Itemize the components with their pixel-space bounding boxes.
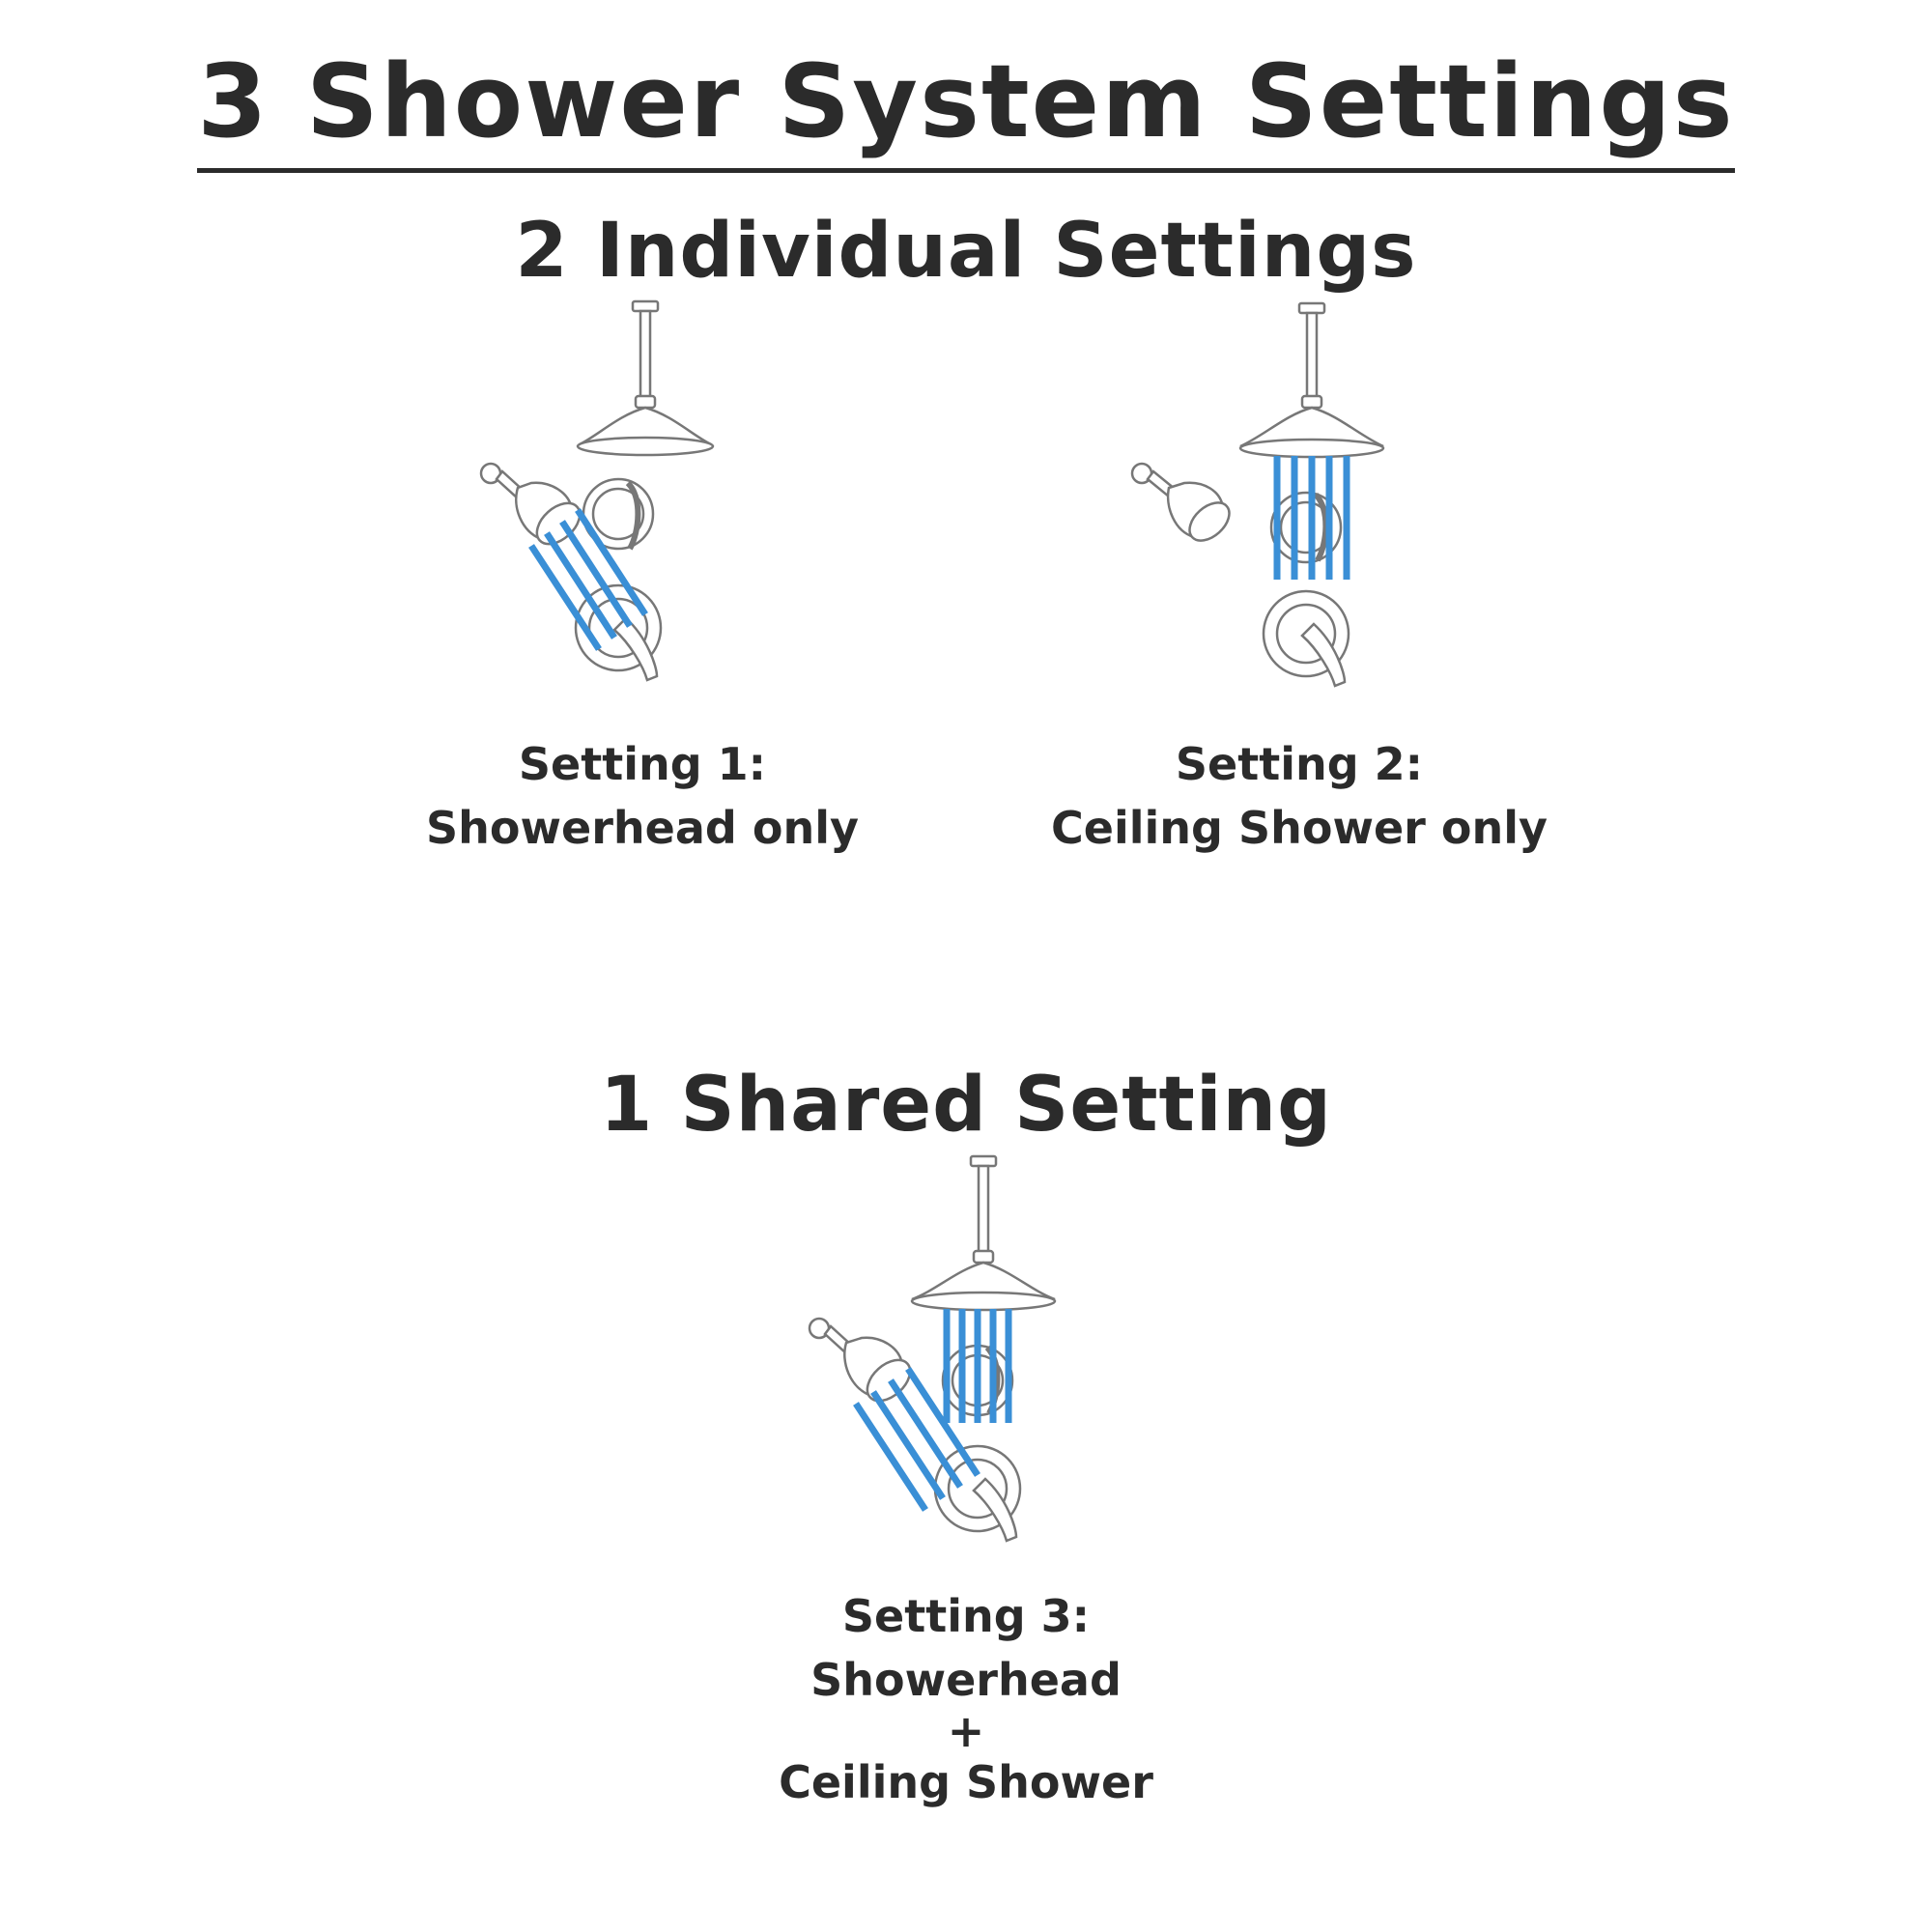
setting-3-caption: Setting 3: Showerhead + Ceiling Shower	[696, 1584, 1236, 1814]
setting-3-plus: +	[947, 1705, 985, 1757]
setting-1-desc: Showerhead only	[426, 802, 859, 854]
setting-1-diagram	[479, 299, 715, 682]
ceiling-water-streams	[1273, 456, 1350, 580]
ceiling-mount-icon	[1297, 301, 1326, 315]
ceiling-arm-icon	[977, 1164, 990, 1255]
setting-2-diagram	[1130, 301, 1385, 688]
setting-3-label: Setting 3:	[841, 1590, 1091, 1642]
showerhead-water-streams	[528, 508, 648, 651]
setting-3-diagram	[808, 1154, 1057, 1543]
valve-lever-icon	[1300, 622, 1347, 688]
ceiling-arm-icon	[639, 309, 652, 400]
ceiling-mount-icon	[631, 299, 660, 313]
setting-2-label: Setting 2:	[1175, 738, 1424, 790]
valve-lever-icon	[972, 1477, 1018, 1543]
setting-3-desc-line1: Showerhead	[810, 1654, 1122, 1706]
showerhead-water-streams	[853, 1367, 980, 1512]
page-title-text: 3 Shower System Settings	[197, 39, 1735, 173]
section-title-individual: 2 Individual Settings	[515, 208, 1417, 295]
setting-1-label: Setting 1:	[518, 738, 767, 790]
setting-1-caption: Setting 1: Showerhead only	[372, 732, 913, 860]
setting-2-caption: Setting 2: Ceiling Shower only	[1029, 732, 1570, 860]
setting-3-desc-line2: Ceiling Shower	[779, 1756, 1153, 1808]
setting-2-desc: Ceiling Shower only	[1051, 802, 1548, 854]
valve-lever-icon	[612, 616, 659, 682]
page-title: 3 Shower System Settings	[0, 39, 1932, 173]
ceiling-mount-icon	[969, 1154, 998, 1168]
ceiling-water-streams	[943, 1309, 1012, 1423]
ceiling-arm-icon	[1305, 311, 1319, 402]
section-title-shared: 1 Shared Setting	[600, 1062, 1332, 1149]
